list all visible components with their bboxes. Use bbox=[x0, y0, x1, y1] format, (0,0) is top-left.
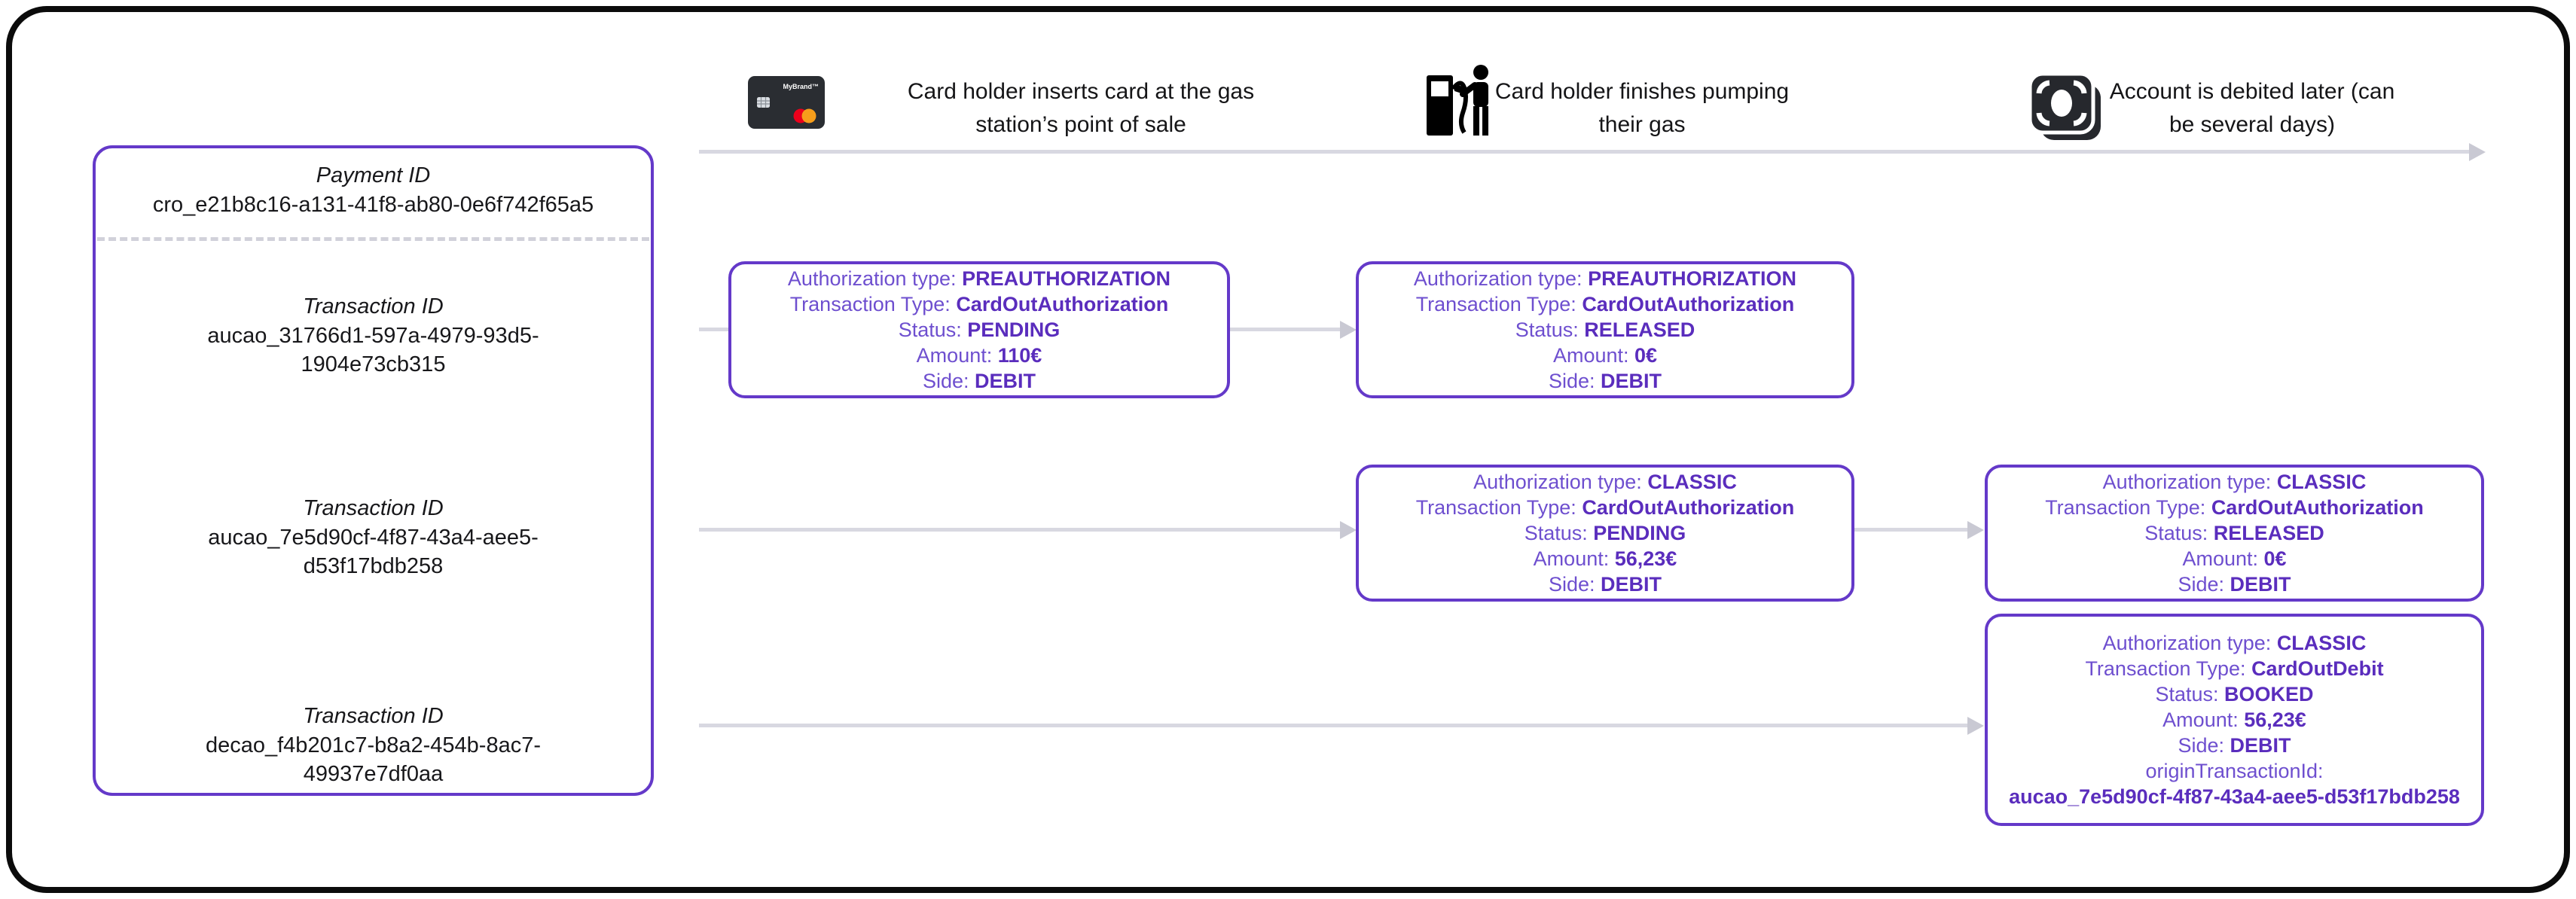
detail-line: Authorization type: CLASSIC bbox=[1473, 471, 1737, 493]
step-caption-finish-pumping: Card holder finishes pumping their gas bbox=[1494, 79, 1790, 137]
detail-box-classic-released: Authorization type: CLASSIC Transaction … bbox=[1985, 465, 2484, 602]
detail-line: Side: DEBIT bbox=[1548, 573, 1662, 596]
detail-line: Transaction Type: CardOutAuthorization bbox=[1415, 496, 1795, 519]
step-caption-account-debited: Account is debited later (can be several… bbox=[2109, 79, 2395, 137]
detail-line: Status: RELEASED bbox=[2144, 522, 2324, 544]
origin-transaction-id: aucao_7e5d90cf-4f87-43a4-aee5-d53f17bdb2… bbox=[2009, 785, 2460, 808]
connector-preauth-pending-to-released-head bbox=[1340, 321, 1357, 339]
transaction-id-block: Transaction ID aucao_7e5d90cf-4f87-43a4-… bbox=[96, 493, 651, 581]
timeline-arrow-line bbox=[699, 150, 2471, 154]
detail-line: Amount: 0€ bbox=[1552, 344, 1658, 367]
payment-panel: Payment ID cro_e21b8c16-a131-41f8-ab80-0… bbox=[93, 145, 654, 796]
detail-line: Authorization type: CLASSIC bbox=[2102, 632, 2367, 654]
detail-line: Authorization type: PREAUTHORIZATION bbox=[787, 267, 1171, 290]
detail-line: Status: PENDING bbox=[1524, 522, 1686, 544]
detail-line: Status: BOOKED bbox=[2155, 683, 2314, 705]
transaction-id-value: aucao_31766d1-597a-4979-93d5-1904e73cb31… bbox=[207, 324, 539, 376]
fuel-pump-person-icon bbox=[1424, 63, 1497, 142]
detail-box-preauthorization-released: Authorization type: PREAUTHORIZATION Tra… bbox=[1356, 261, 1854, 398]
detail-line: Status: PENDING bbox=[898, 318, 1061, 341]
card-brand-label: MyBrand™ bbox=[783, 83, 819, 90]
detail-line: Authorization type: CLASSIC bbox=[2102, 471, 2367, 493]
timeline-arrow-head bbox=[2469, 143, 2486, 161]
detail-line: Amount: 56,23€ bbox=[1533, 547, 1677, 570]
dashed-divider bbox=[97, 237, 649, 241]
detail-line: Transaction Type: CardOutAuthorization bbox=[789, 293, 1169, 315]
detail-line: Side: DEBIT bbox=[2178, 573, 2291, 596]
credit-card-icon: MyBrand™ bbox=[748, 76, 825, 133]
payment-id-value: cro_e21b8c16-a131-41f8-ab80-0e6f742f65a5 bbox=[152, 193, 594, 217]
payment-id-label: Payment ID bbox=[316, 163, 431, 187]
detail-line: Status: RELEASED bbox=[1515, 318, 1695, 341]
detail-line: Transaction Type: CardOutAuthorization bbox=[2045, 496, 2424, 519]
detail-box-classic-booked: Authorization type: CLASSIC Transaction … bbox=[1985, 614, 2484, 826]
detail-line: Amount: 110€ bbox=[916, 344, 1042, 367]
connector-panel-to-classic-booked-line bbox=[699, 724, 1970, 727]
detail-line: Side: DEBIT bbox=[2178, 734, 2291, 757]
banknote-icon bbox=[2028, 72, 2104, 147]
transaction-id-block: Transaction ID aucao_31766d1-597a-4979-9… bbox=[96, 291, 651, 379]
detail-line: Transaction Type: CardOutDebit bbox=[2085, 657, 2384, 680]
connector-panel-to-classic-pending-line bbox=[699, 528, 1342, 532]
connector-panel-to-classic-pending-head bbox=[1340, 521, 1357, 539]
detail-box-preauthorization-pending: Authorization type: PREAUTHORIZATION Tra… bbox=[728, 261, 1230, 398]
connector-preauth-pending-to-released-line bbox=[1229, 328, 1342, 331]
transaction-id-label: Transaction ID bbox=[303, 496, 444, 520]
transaction-id-value: aucao_7e5d90cf-4f87-43a4-aee5-d53f17bdb2… bbox=[208, 526, 539, 578]
detail-line: Side: DEBIT bbox=[1548, 370, 1662, 392]
payment-id-block: Payment ID cro_e21b8c16-a131-41f8-ab80-0… bbox=[96, 160, 651, 219]
detail-line: Amount: 0€ bbox=[2182, 547, 2287, 570]
detail-box-classic-pending: Authorization type: CLASSIC Transaction … bbox=[1356, 465, 1854, 602]
connector-panel-to-classic-booked-head bbox=[1967, 717, 1984, 735]
transaction-id-value: decao_f4b201c7-b8a2-454b-8ac7-49937e7df0… bbox=[205, 733, 541, 786]
transaction-id-label: Transaction ID bbox=[303, 294, 444, 318]
detail-line: Transaction Type: CardOutAuthorization bbox=[1415, 293, 1795, 315]
detail-line: Amount: 56,23€ bbox=[2162, 709, 2306, 731]
detail-line: Authorization type: PREAUTHORIZATION bbox=[1413, 267, 1797, 290]
connector-panel-to-preauth-pending bbox=[699, 328, 730, 331]
step-caption-insert-card: Card holder inserts card at the gas stat… bbox=[907, 79, 1255, 137]
detail-line: Side: DEBIT bbox=[922, 370, 1036, 392]
origin-transaction-label: originTransactionId: bbox=[2145, 760, 2324, 782]
transaction-id-block: Transaction ID decao_f4b201c7-b8a2-454b-… bbox=[96, 701, 651, 788]
connector-classic-pending-to-released-head bbox=[1967, 521, 1984, 539]
connector-classic-pending-to-released-line bbox=[1854, 528, 1970, 532]
transaction-id-label: Transaction ID bbox=[303, 704, 444, 728]
